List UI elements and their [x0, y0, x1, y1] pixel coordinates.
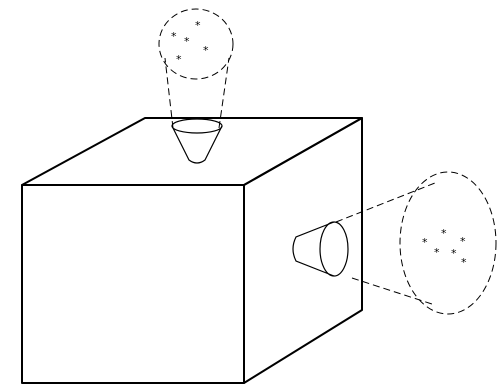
top-projection: * * * * *: [158, 8, 234, 129]
star-mark: *: [184, 35, 190, 48]
top-cup-rim: [171, 118, 223, 134]
star-mark: *: [422, 236, 428, 249]
side-projection: * * * * * *: [335, 171, 497, 315]
top-projection-stars: * * * * *: [171, 19, 209, 66]
top-cup-body: [171, 125, 223, 164]
cube-top-face: [21, 117, 363, 186]
side-projection-disc: [399, 171, 497, 315]
cube-front-face: [21, 184, 245, 384]
side-cup-body: [292, 221, 335, 277]
star-mark: *: [434, 246, 440, 259]
top-projection-cone-left: [164, 57, 174, 129]
cube: [21, 117, 363, 384]
star-mark: *: [441, 227, 447, 240]
top-cup: [171, 118, 223, 164]
star-mark: *: [460, 235, 466, 248]
side-cup-rim: [319, 221, 349, 277]
side-projection-line-upper: [335, 182, 436, 223]
star-mark: *: [176, 53, 182, 66]
side-cup: [292, 221, 349, 277]
star-mark: *: [461, 256, 467, 269]
top-projection-disc: [158, 8, 234, 80]
star-mark: *: [203, 44, 209, 57]
cube-right-face: [243, 117, 363, 384]
side-projection-stars: * * * * * *: [422, 227, 467, 269]
star-mark: *: [195, 19, 201, 32]
star-mark: *: [171, 30, 177, 43]
star-mark: *: [451, 247, 457, 260]
top-projection-cone-right: [218, 57, 230, 129]
